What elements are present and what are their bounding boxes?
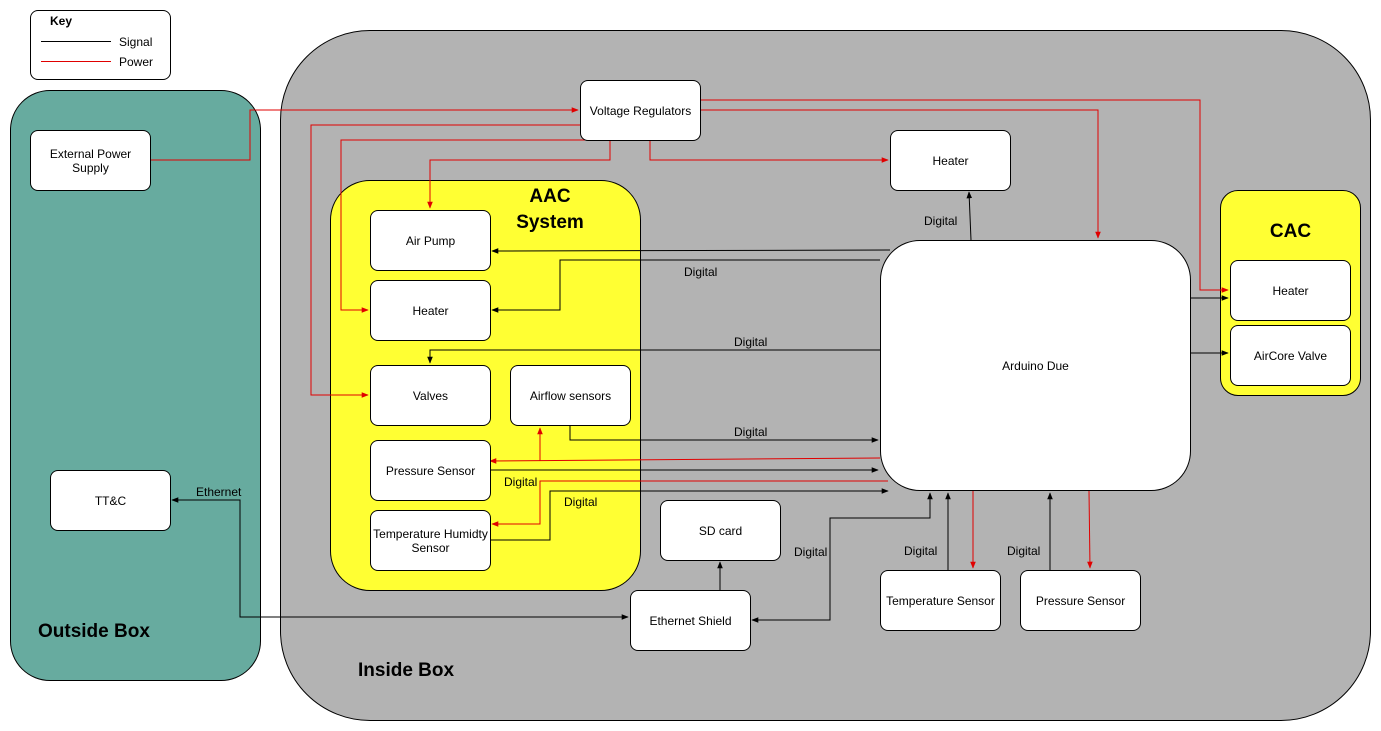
aac-heater-box: Heater: [370, 280, 491, 341]
heater-top-box: Heater: [890, 130, 1011, 191]
edge-label-temperature-digital: Digital: [904, 544, 938, 558]
edge-label-valves-digital: Digital: [734, 335, 768, 349]
legend: Key Signal Power: [30, 10, 171, 80]
external-power-supply-box: External Power Supply: [30, 130, 151, 191]
legend-signal-label: Signal: [119, 35, 153, 49]
legend-power-label: Power: [119, 55, 154, 69]
ethernet-shield-box: Ethernet Shield: [630, 590, 751, 651]
edge-label-heater-top-digital: Digital: [924, 214, 958, 228]
signal-wire-arduino-to-air-pump: [491, 248, 891, 254]
ttc-box: TT&C: [50, 470, 171, 531]
air-pump-box: Air Pump: [370, 210, 491, 271]
signal-wire-arduino-to-heater-top: [966, 191, 973, 241]
signal-wire-arduino-to-valves: [427, 349, 880, 364]
edge-label-ethernet-shield-digital: Digital: [794, 545, 828, 559]
temperature-sensor-box: Temperature Sensor: [880, 570, 1001, 631]
temperature-humidity-sensor-box: Temperature Humidty Sensor: [370, 510, 491, 571]
arduino-due-box: Arduino Due: [880, 240, 1191, 491]
aac-title-line1: AAC: [529, 186, 571, 207]
power-wire-external-to-regulators: [150, 107, 579, 161]
legend-signal-line: [41, 41, 111, 42]
airflow-sensors-box: Airflow sensors: [510, 365, 631, 426]
power-wire-regulators-to-aac-heater: [340, 139, 620, 313]
signal-wire-arduino-to-aac-heater: [491, 259, 880, 313]
power-wire-regulators-to-cac-heater: [700, 99, 1229, 293]
ethernet-wire-ttc-ethernet-shield: [171, 497, 629, 620]
legend-title: Key: [50, 14, 73, 28]
edge-label-pressure-digital: Digital: [504, 475, 538, 489]
legend-power-line: [41, 61, 111, 62]
power-wire-regulators-to-air-pump: [427, 140, 611, 209]
power-wire-arduino-to-aac-pressure: [489, 457, 881, 464]
edge-label-airflow-digital: Digital: [734, 425, 768, 439]
edge-label-ttc-ethernet: Ethernet: [196, 485, 242, 499]
valves-box: Valves: [370, 365, 491, 426]
aac-pressure-sensor-box: Pressure Sensor: [370, 440, 491, 501]
pressure-sensor-box: Pressure Sensor: [1020, 570, 1141, 631]
signal-wire-airflow-to-arduino: [569, 426, 879, 443]
sd-card-box: SD card: [660, 500, 781, 561]
cac-heater-box: Heater: [1230, 260, 1351, 321]
signal-wire-ethernet-shield-arduino: [751, 492, 933, 623]
inside-box-title: Inside Box: [358, 660, 455, 681]
power-wire-arduino-to-pressure-sensor: [1087, 490, 1093, 569]
cac-title: CAC: [1269, 221, 1312, 242]
edge-label-aac-heater-digital: Digital: [684, 265, 718, 279]
aircore-valve-box: AirCore Valve: [1230, 325, 1351, 386]
aac-title-line2: System: [516, 212, 584, 233]
power-wire-regulators-to-arduino: [700, 109, 1101, 239]
edge-label-temp-humidity-digital: Digital: [564, 495, 598, 509]
edge-label-pressure-bottom-digital: Digital: [1007, 544, 1041, 558]
outside-box-title: Outside Box: [38, 621, 150, 642]
voltage-regulators-box: Voltage Regulators: [580, 80, 701, 141]
power-wire-regulators-to-heater-top: [649, 140, 889, 163]
power-wire-regulators-to-valves: [310, 124, 580, 398]
